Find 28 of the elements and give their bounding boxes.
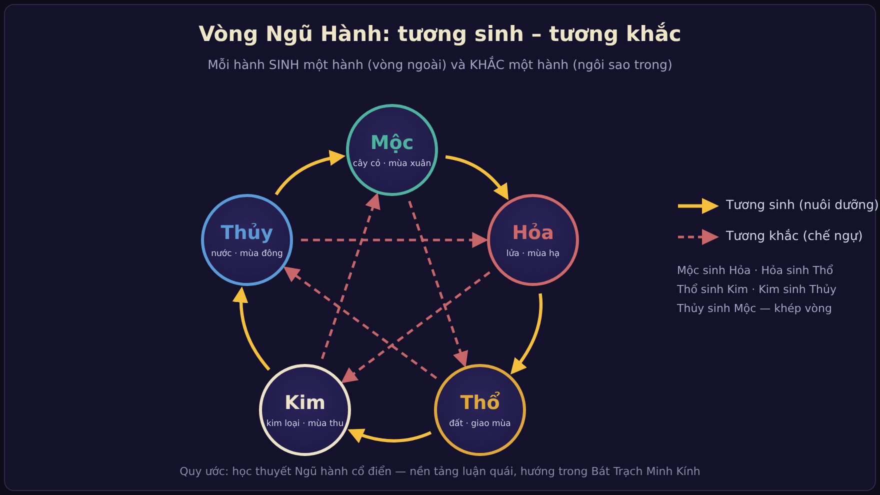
title: Vòng Ngũ Hành: tương sinh – tương khắc xyxy=(198,22,682,46)
legend-text: Tương khắc (chế ngự) xyxy=(726,228,863,243)
dashed-arrow xyxy=(340,271,490,384)
subtitle: Mỗi hành SINH một hành (vòng ngoài) và KHẮC một hành (ngôi sao trong) xyxy=(206,57,674,72)
element-description: cây cỏ · mùa xuân xyxy=(352,159,432,169)
dashed-arrow xyxy=(301,232,488,248)
note-text: Thổ sinh Kim · Kim sinh Thủy xyxy=(677,283,836,296)
dashed-arrow xyxy=(320,192,380,360)
element-name: Thủy xyxy=(220,221,274,245)
note-text: Mộc sinh Hỏa · Hỏa sinh Thổ xyxy=(677,264,834,277)
curved-arrow xyxy=(348,428,432,444)
element-name: Kim xyxy=(284,391,326,415)
dashed-arrow xyxy=(283,266,438,380)
element-description: lửa · mùa hạ xyxy=(506,249,560,259)
legend-text: Tương sinh (nuôi dưỡng) xyxy=(726,197,879,212)
curved-arrow xyxy=(510,293,543,375)
element-description: đất · giao mùa xyxy=(449,419,511,429)
dashed-arrow xyxy=(408,200,468,368)
element-name: Mộc xyxy=(370,131,414,155)
element-description: nước · mùa đông xyxy=(211,249,283,259)
curved-arrow xyxy=(232,286,270,371)
caption: Quy ước: học thuyết Ngũ hành cổ điển — nền tảng luận quái, hướng trong Bát Trạch Minh Kính xyxy=(178,465,702,478)
note-text: Thủy sinh Mộc — khép vòng xyxy=(677,302,832,315)
curved-arrow xyxy=(445,155,509,200)
curved-arrow xyxy=(274,150,346,196)
element-description: kim loại · mùa thu xyxy=(266,419,344,429)
element-name: Hỏa xyxy=(512,221,554,245)
element-name: Thổ xyxy=(460,391,500,415)
